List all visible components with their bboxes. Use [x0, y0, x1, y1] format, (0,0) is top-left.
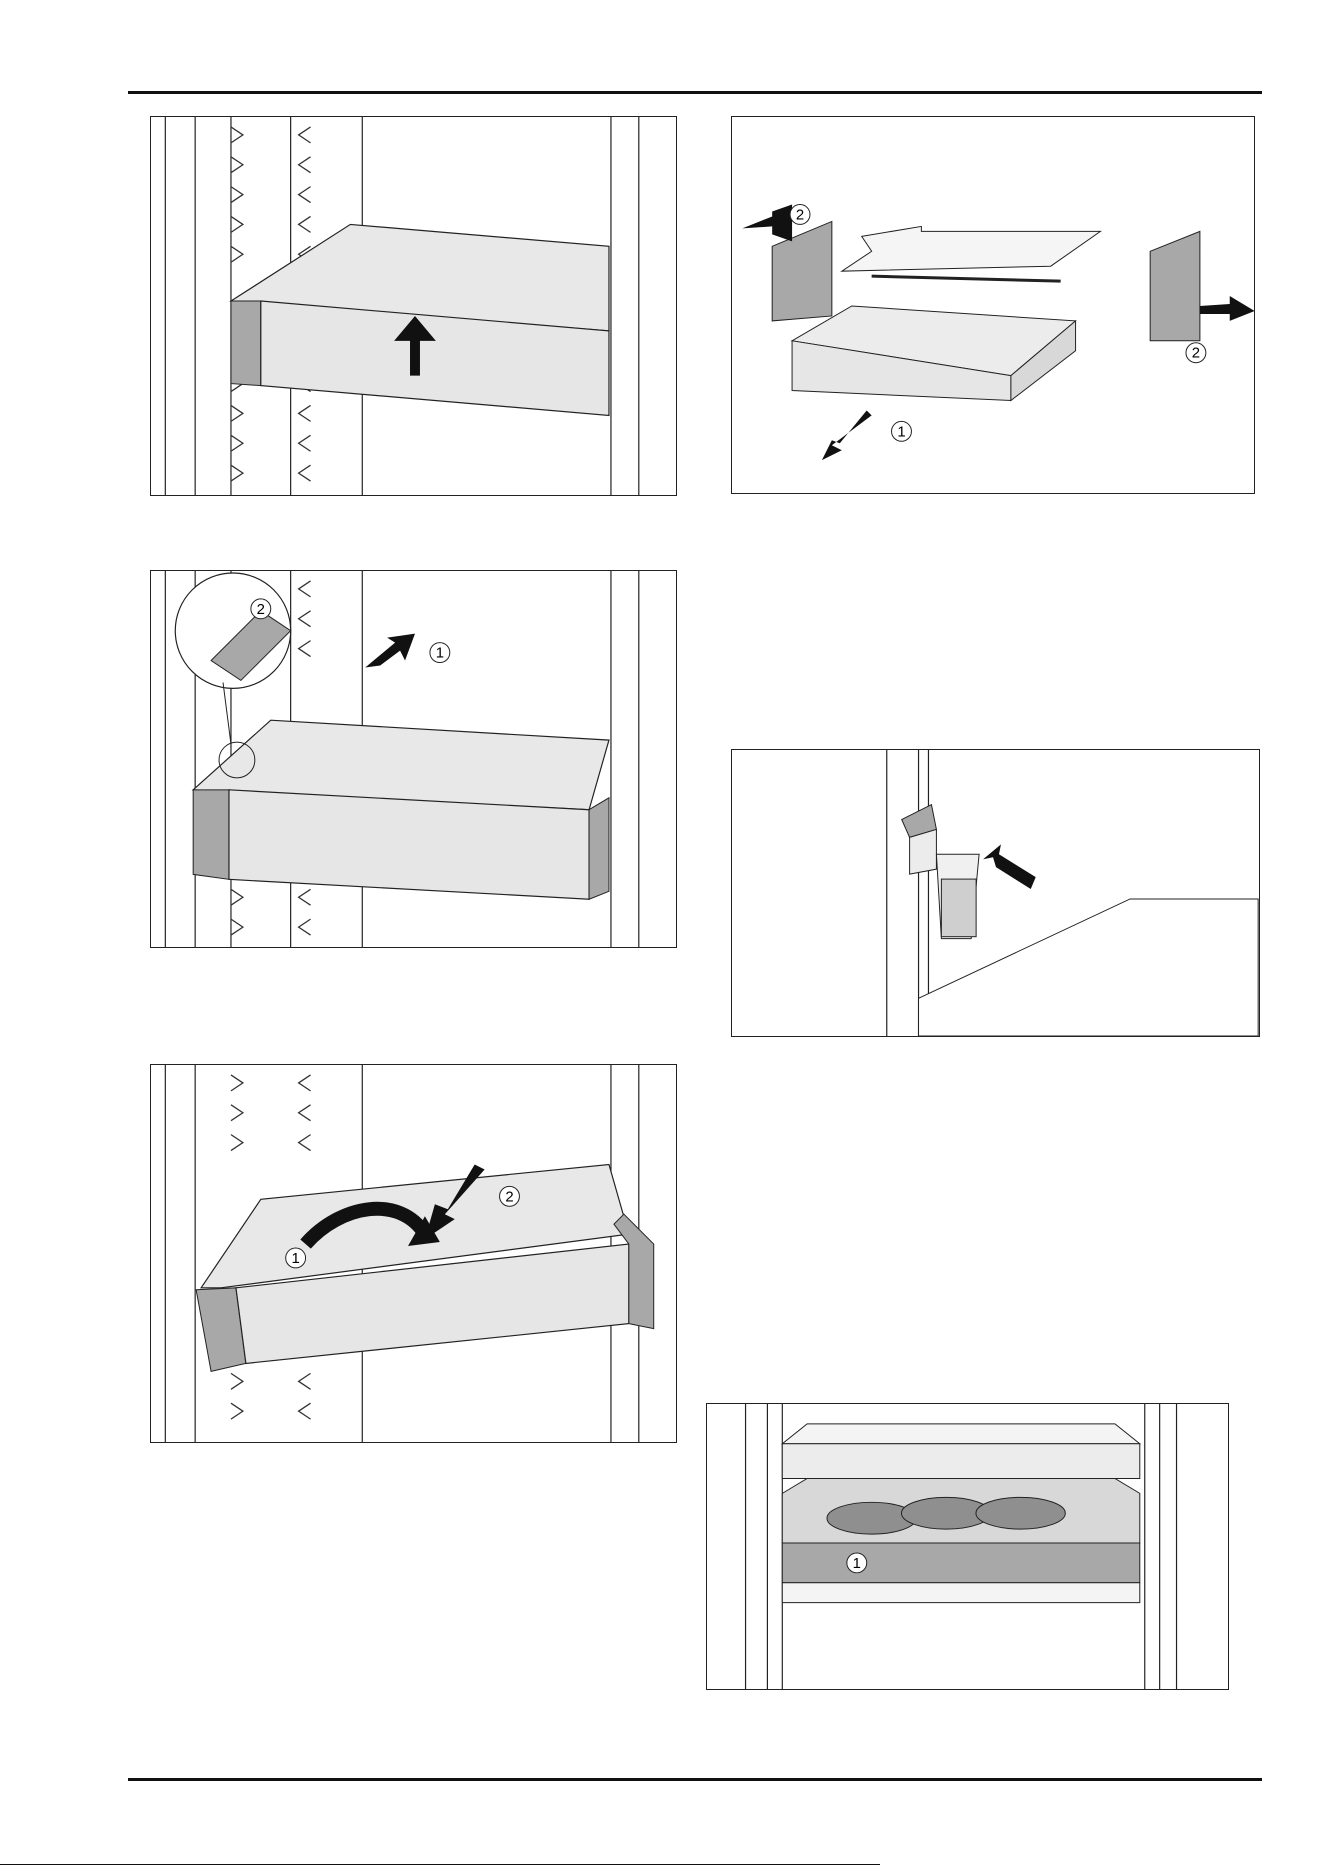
callout-2: 2 — [500, 1186, 520, 1206]
figure-drawer-tilt-remove: 1 2 — [150, 1064, 677, 1443]
callout-1: 1 — [430, 643, 450, 663]
callout-2-right-label: 2 — [1192, 345, 1200, 362]
bottle-shelf-illustration: 1 — [707, 1404, 1228, 1689]
figure-drawer-disassembly: 2 2 1 — [731, 116, 1255, 494]
figure-drawer-lift — [150, 116, 677, 496]
callout-2-left-label: 2 — [796, 206, 804, 223]
water-glass-illustration — [732, 750, 1259, 1036]
drawer-pull-illustration: 1 2 — [151, 571, 676, 947]
figure-water-glass — [731, 749, 1260, 1037]
callout-1: 1 — [847, 1553, 867, 1573]
callout-2-label: 2 — [257, 601, 265, 618]
figure-drawer-pull-out: 1 2 — [150, 570, 677, 948]
callout-1: 1 — [892, 421, 912, 441]
footer-rule — [128, 1778, 1262, 1781]
callout-2-left: 2 — [790, 205, 810, 225]
callout-2-label: 2 — [505, 1188, 513, 1205]
callout-2-right: 2 — [1186, 343, 1206, 363]
drawer-tilt-illustration: 1 2 — [151, 1065, 676, 1442]
callout-1-label: 1 — [853, 1556, 861, 1572]
callout-2: 2 — [251, 599, 271, 619]
callout-1-label: 1 — [897, 423, 905, 440]
callout-1-label: 1 — [436, 645, 444, 662]
callout-1: 1 — [286, 1248, 306, 1268]
bottom-thin-rule — [0, 1864, 880, 1865]
header-rule — [128, 91, 1262, 94]
drawer-lift-illustration — [151, 117, 676, 495]
figure-bottle-shelf: 1 — [706, 1403, 1229, 1690]
drawer-disassembly-illustration: 2 2 1 — [732, 117, 1254, 493]
callout-1-label: 1 — [291, 1250, 299, 1267]
